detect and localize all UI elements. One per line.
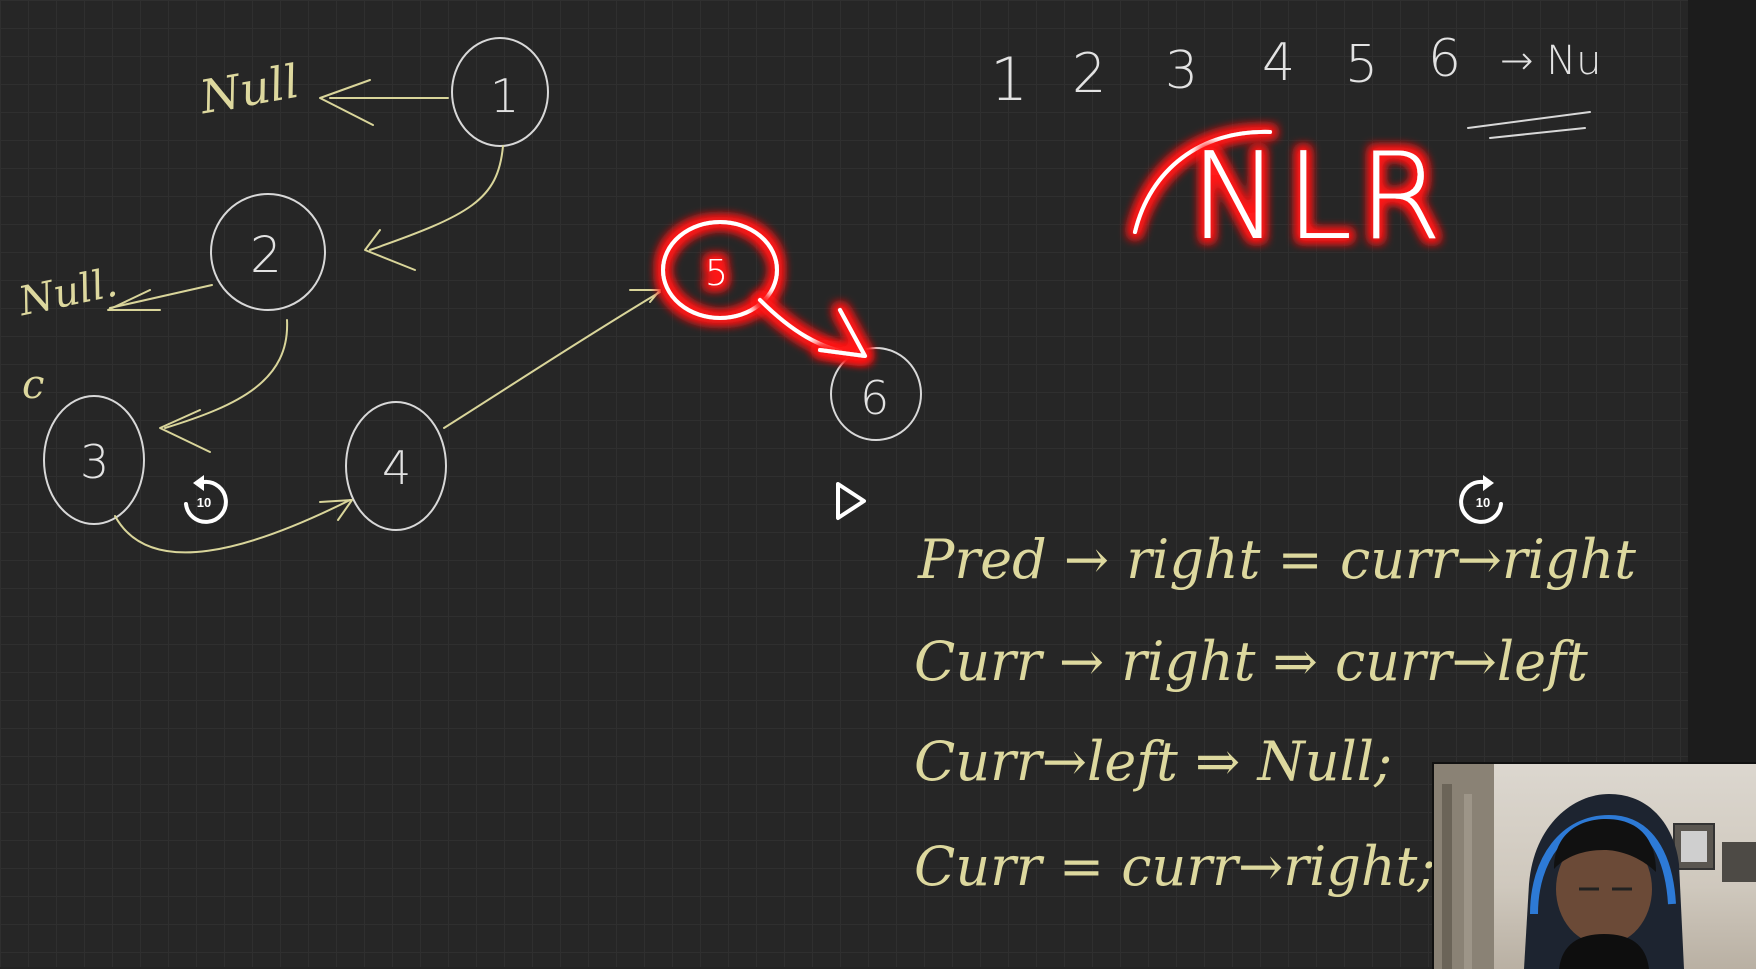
forward-label: 10 bbox=[1475, 495, 1491, 510]
tree-node-2: 2 bbox=[210, 193, 326, 311]
rewind-icon bbox=[184, 475, 228, 524]
highlighted-node-5: 5 bbox=[661, 220, 867, 358]
sequence-item: 4 bbox=[1262, 33, 1295, 93]
node-label: 6 bbox=[860, 371, 889, 425]
node-label: 5 bbox=[705, 253, 728, 294]
whiteboard-canvas bbox=[0, 0, 1688, 967]
play-button[interactable] bbox=[826, 478, 872, 524]
sequence-item: 6 bbox=[1428, 29, 1461, 89]
sequence-item: 5 bbox=[1345, 35, 1378, 95]
code-notes: Pred → right = curr→right Curr → right ⇒… bbox=[914, 528, 1636, 898]
presenter-image bbox=[1434, 764, 1756, 969]
code-line-3: Curr→left ⇒ Null; bbox=[914, 730, 1392, 793]
stray-mark: c bbox=[22, 362, 44, 408]
sequence-item: 3 bbox=[1165, 41, 1198, 101]
tree-node-1: 1 bbox=[451, 37, 549, 147]
code-line-4: Curr = curr→right; bbox=[914, 835, 1436, 898]
node-label: 2 bbox=[250, 226, 282, 284]
code-line-1: Pred → right = curr→right bbox=[917, 528, 1636, 591]
rewind-10-button[interactable]: 10 bbox=[178, 474, 230, 528]
node-label: 4 bbox=[382, 441, 411, 495]
webcam-overlay bbox=[1432, 762, 1756, 969]
traversal-sequence: 1 2 3 4 5 6 → Nu bbox=[990, 29, 1602, 139]
null-label-1: Null bbox=[195, 54, 303, 125]
sequence-item: 1 bbox=[990, 45, 1028, 115]
tree-edges bbox=[107, 79, 661, 554]
sequence-tail: → Nu bbox=[1500, 38, 1602, 84]
null-label-2: Null. bbox=[14, 260, 121, 326]
sequence-item: 2 bbox=[1072, 42, 1106, 105]
play-icon bbox=[836, 482, 866, 520]
forward-icon bbox=[1459, 475, 1503, 524]
node-label: 1 bbox=[490, 69, 519, 123]
nlr-text: NLR bbox=[1190, 128, 1448, 267]
nlr-highlight: NLR bbox=[1133, 128, 1448, 267]
tree-node-3: 3 bbox=[43, 395, 145, 525]
forward-10-button[interactable]: 10 bbox=[1457, 474, 1509, 528]
rewind-label: 10 bbox=[196, 495, 212, 510]
code-line-2: Curr → right ⇒ curr→left bbox=[914, 630, 1588, 693]
underline-mark bbox=[1467, 111, 1591, 139]
tree-node-6: 6 bbox=[830, 347, 922, 441]
tree-node-4: 4 bbox=[345, 401, 447, 531]
node-label: 3 bbox=[80, 435, 109, 489]
